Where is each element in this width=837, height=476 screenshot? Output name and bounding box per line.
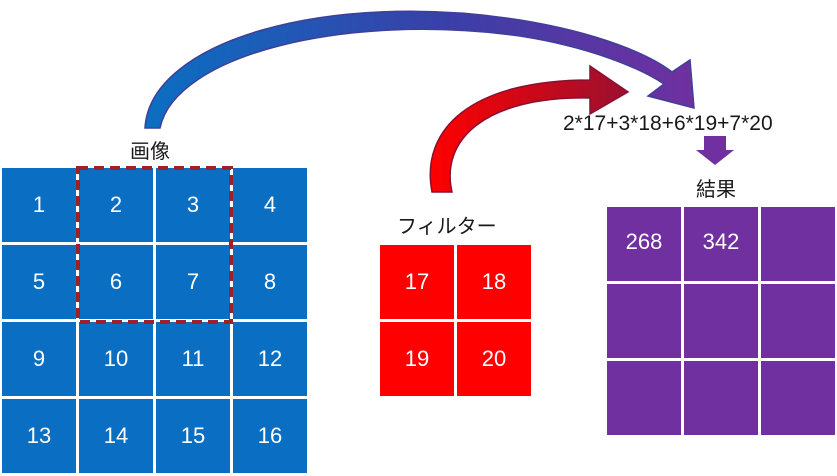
image-cell: 12 [233, 322, 307, 396]
filter-cell: 18 [457, 245, 531, 319]
result-cell [761, 284, 835, 358]
filter-cell: 17 [380, 245, 454, 319]
filter-cell: 20 [457, 322, 531, 396]
result-cell [761, 361, 835, 435]
result-grid: 268 342 [607, 207, 835, 435]
result-label: 結果 [696, 179, 736, 201]
image-cell: 13 [2, 399, 76, 473]
down-arrow-icon [696, 136, 734, 165]
image-cell: 9 [2, 322, 76, 396]
image-cell: 15 [156, 399, 230, 473]
result-cell: 268 [607, 207, 681, 281]
image-cell: 14 [79, 399, 153, 473]
filter-to-formula-arrow [429, 64, 630, 193]
image-cell: 4 [233, 168, 307, 242]
image-cell: 16 [233, 399, 307, 473]
image-cell: 7 [156, 245, 230, 319]
result-cell [684, 284, 758, 358]
filter-grid: 17 18 19 20 [380, 245, 531, 396]
image-to-formula-arrow [144, 10, 695, 129]
result-cell [684, 361, 758, 435]
image-cell: 5 [2, 245, 76, 319]
image-cell: 8 [233, 245, 307, 319]
filter-label: フィルター [397, 216, 497, 238]
image-cell: 6 [79, 245, 153, 319]
image-cell: 1 [2, 168, 76, 242]
filter-cell: 19 [380, 322, 454, 396]
result-cell [761, 207, 835, 281]
image-cell: 10 [79, 322, 153, 396]
result-cell: 342 [684, 207, 758, 281]
image-label: 画像 [130, 141, 170, 163]
image-cell: 2 [79, 168, 153, 242]
image-cell: 3 [156, 168, 230, 242]
formula-text: 2*17+3*18+6*19+7*20 [563, 112, 773, 135]
result-cell [607, 361, 681, 435]
result-cell [607, 284, 681, 358]
image-grid: 1 2 3 4 5 6 7 8 9 10 11 12 13 14 15 16 [2, 168, 307, 473]
image-cell: 11 [156, 322, 230, 396]
